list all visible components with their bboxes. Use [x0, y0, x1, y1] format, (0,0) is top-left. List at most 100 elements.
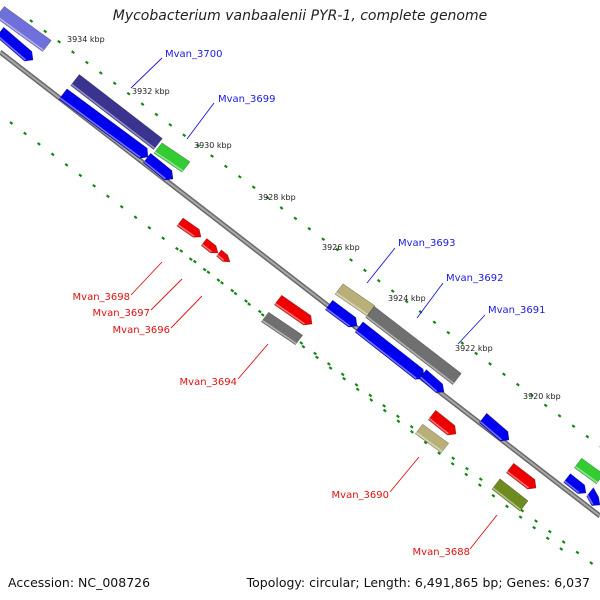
track-dot: [43, 29, 48, 34]
gene-feature-highlight: [586, 494, 594, 505]
gene-feature-highlight: [143, 160, 167, 180]
track-dot: [57, 39, 62, 44]
gene-feature-highlight: [0, 36, 27, 61]
tick-label: 3932 kbp: [132, 87, 170, 96]
label-leader-line: [389, 456, 420, 493]
track-dot: [299, 341, 304, 345]
track-dot: [105, 194, 110, 199]
gene-feature-highlight: [335, 292, 369, 316]
track-dot: [410, 430, 414, 434]
label-leader-line: [366, 247, 396, 284]
track-dot: [543, 403, 548, 408]
track-dot: [369, 398, 374, 402]
track-dot: [247, 302, 252, 307]
label-leader-line: [130, 57, 163, 89]
gene-label: Mvan_3694: [180, 377, 237, 388]
track-dot: [335, 247, 340, 252]
track-dot: [9, 121, 14, 125]
track-dot: [168, 123, 173, 127]
track-dot: [355, 387, 360, 392]
track-dot: [251, 185, 256, 190]
track-dot: [376, 278, 381, 283]
gene-feature-highlight: [154, 151, 184, 172]
gene-label: Mvan_3696: [113, 325, 170, 336]
gene-features: [0, 6, 600, 512]
track-dot: [64, 163, 69, 167]
track-dot: [432, 320, 437, 325]
gene-label: Mvan_3700: [165, 49, 222, 60]
gene-feature-highlight: [506, 470, 529, 489]
track-dot: [460, 341, 465, 345]
track-dot: [478, 477, 483, 482]
track-dot: [23, 131, 28, 136]
track-dot: [520, 508, 525, 513]
gene-label: Mvan_3697: [93, 308, 150, 319]
track-dot: [382, 403, 387, 408]
track-dot: [328, 366, 333, 370]
gene-feature: [491, 478, 529, 512]
track-dot: [561, 540, 566, 544]
gene-feature-highlight: [201, 243, 212, 253]
gene-feature-highlight: [325, 307, 350, 327]
track-dot: [464, 472, 469, 477]
track-dot: [571, 424, 576, 429]
gene-label: Mvan_3688: [413, 547, 470, 558]
track-dot: [404, 299, 409, 304]
track-dot: [36, 142, 41, 146]
track-dot: [196, 143, 201, 148]
track-dot: [368, 393, 373, 398]
gene-feature-highlight: [274, 302, 305, 325]
track-dot: [220, 281, 224, 285]
track-dot: [349, 258, 353, 262]
track-dot: [161, 236, 166, 241]
track-dot: [192, 259, 197, 264]
gene-feature-highlight: [479, 420, 503, 441]
tick-label: 3934 kbp: [67, 35, 105, 44]
tick-label: 3920 kbp: [523, 392, 561, 401]
gene-feature: [324, 299, 358, 328]
track-dot: [179, 249, 184, 253]
gene-feature: [478, 412, 510, 442]
gene-feature: [70, 74, 163, 150]
label-leader-line: [186, 102, 215, 140]
gene-label: Mvan_3693: [398, 238, 455, 249]
gene-feature: [505, 462, 537, 490]
gene-feature: [414, 423, 450, 454]
gene-feature-highlight: [59, 97, 141, 158]
track-dot: [223, 164, 228, 169]
track-dot: [147, 225, 152, 230]
track-dot: [307, 226, 312, 231]
gene-feature: [573, 457, 600, 485]
gene-feature-highlight: [261, 319, 297, 345]
gene-feature: [365, 306, 462, 385]
track-dot: [279, 206, 284, 210]
track-dot: [532, 525, 537, 530]
track-dot: [313, 351, 318, 356]
track-dot: [450, 461, 455, 466]
track-dot: [534, 519, 538, 523]
track-dot: [477, 483, 482, 487]
track-dot: [545, 536, 550, 541]
gene-feature-highlight: [415, 431, 443, 453]
gene-label: Mvan_3692: [446, 273, 503, 284]
gene-feature: [260, 311, 304, 346]
track-dot: [396, 419, 401, 424]
gene-feature-highlight: [0, 17, 45, 51]
track-dot: [529, 393, 534, 397]
track-dot: [206, 270, 211, 275]
tick-label: 3924 kbp: [388, 294, 426, 303]
gene-feature-highlight: [355, 330, 417, 379]
track-dot: [326, 362, 331, 366]
track-dot: [585, 434, 590, 439]
track-dot: [518, 515, 523, 519]
gene-labels: Mvan_3700Mvan_3699Mvan_3693Mvan_3692Mvan…: [73, 49, 546, 558]
track-dot: [488, 362, 492, 366]
label-leader-line: [150, 278, 183, 311]
gene-feature: [586, 487, 600, 506]
track-dot: [154, 112, 159, 117]
label-leader-line: [457, 314, 486, 345]
track-dot: [230, 288, 235, 293]
gene-feature-highlight: [574, 465, 598, 484]
gene-feature: [419, 369, 445, 393]
